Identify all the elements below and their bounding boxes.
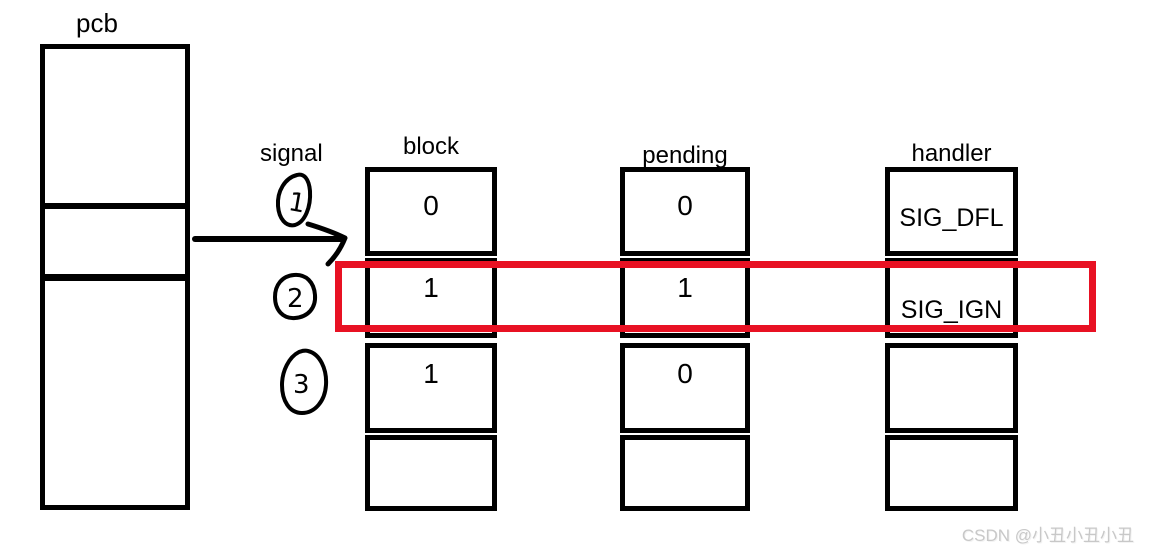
pcb-label: pcb (76, 8, 118, 38)
step-3-circle: 3 (280, 348, 329, 415)
signal-arrow (192, 221, 348, 267)
handler-cell-3 (885, 343, 1018, 433)
handler-cell-4 (885, 435, 1018, 511)
watermark-text: CSDN @小丑小丑小丑 (961, 526, 1134, 545)
pending-cell-4 (620, 435, 750, 511)
handler-column-label: handler (911, 140, 992, 167)
block-cell-3: 1 (365, 343, 497, 433)
pending-column-label: pending (642, 142, 728, 169)
block-cell-4 (365, 435, 497, 511)
pending-cell-2: 1 (620, 258, 750, 338)
handler-cell-1: SIG_DFL (885, 167, 1018, 256)
step-1-circle: 1 (275, 172, 313, 228)
block-column-label: block (402, 133, 460, 160)
pending-cell-1: 0 (620, 167, 750, 256)
block-cell-1: 0 (365, 167, 497, 256)
signal-label: signal (260, 140, 323, 167)
step-1-number: 1 (286, 187, 308, 219)
step-2-circle: 2 (273, 272, 318, 321)
step-3-number: 3 (293, 370, 310, 400)
pcb-divider-bottom (40, 274, 190, 281)
step-2-number: 2 (287, 284, 304, 314)
block-cell-2: 1 (365, 258, 497, 338)
pending-cell-3: 0 (620, 343, 750, 433)
pcb-divider-top (40, 203, 190, 209)
handler-cell-2: SIG_IGN (885, 258, 1018, 338)
